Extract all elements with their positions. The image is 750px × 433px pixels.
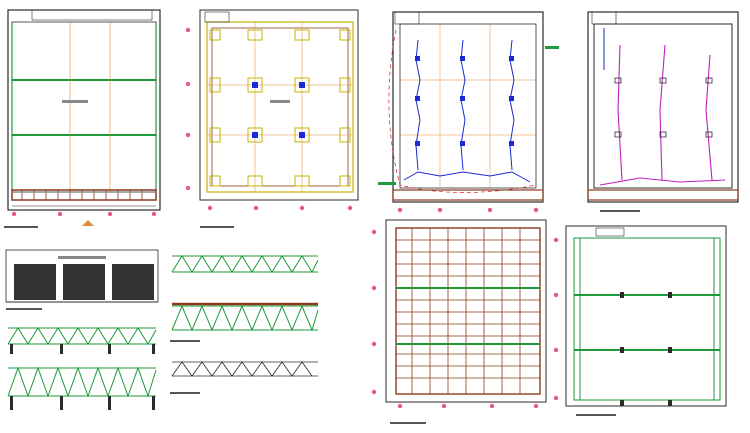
- roof-covering-plan: [553, 225, 727, 416]
- section-elevation: [5, 249, 159, 310]
- plan-plumbing-network: [587, 11, 739, 212]
- roof-framing-plan: [371, 219, 547, 424]
- plan-electrical-circuit: [378, 11, 559, 213]
- truss-details: [7, 255, 319, 410]
- plan-columns-footings: [185, 9, 359, 228]
- plan-structural-frame: [4, 9, 161, 228]
